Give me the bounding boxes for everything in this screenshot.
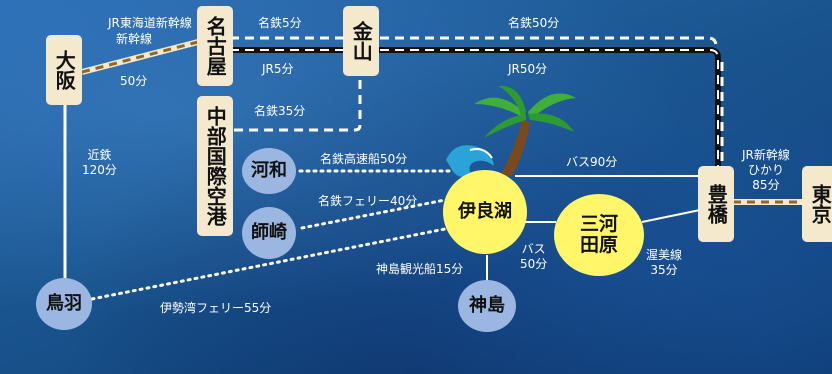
station-nagoya[interactable]: 名古屋 [197, 6, 233, 86]
label-express-boat: 名鉄高速船50分 [320, 152, 408, 166]
station-centrair[interactable]: 中部国際空港 [197, 96, 233, 236]
label-jr-5: JR5分 [262, 62, 294, 76]
port-iragomisaki[interactable]: 伊良湖 [443, 170, 527, 254]
palm-tree-icon [474, 85, 576, 176]
station-osaka[interactable]: 大阪 [46, 35, 82, 105]
port-kamishima[interactable]: 神島 [458, 280, 516, 332]
label-isewan-ferry: 伊勢湾フェリー55分 [160, 301, 272, 315]
meitetsu-ferry-line [300, 198, 447, 230]
label-bus-90: バス90分 [566, 155, 618, 169]
label-kamishima-boat: 神島観光船15分 [376, 262, 464, 276]
port-morozaki[interactable]: 師崎 [242, 207, 296, 259]
label-jr-tokaido-shinkansen: JR東海道新幹線 [108, 16, 192, 30]
port-toba[interactable]: 鳥羽 [36, 278, 92, 330]
label-jr-50: JR50分 [508, 62, 548, 76]
label-meitetsu-5: 名鉄5分 [258, 16, 302, 30]
station-kanayama[interactable]: 金山 [343, 6, 379, 76]
wave-icon [446, 145, 494, 178]
station-tokyo[interactable]: 東京 [802, 166, 832, 242]
label-meitetsu-ferry: 名鉄フェリー40分 [318, 194, 418, 208]
station-toyohashi[interactable]: 豊橋 [698, 166, 734, 242]
port-kowa[interactable]: 河和 [242, 148, 296, 194]
isewan-ferry-line [90, 226, 452, 301]
meitetsu-main-line [230, 36, 718, 47]
station-mikawa-tahara[interactable]: 三河田原 [554, 194, 644, 276]
label-meitetsu-35: 名鉄35分 [254, 104, 306, 118]
meitetsu-airport-line [233, 80, 362, 132]
label-meitetsu-50: 名鉄50分 [508, 16, 560, 30]
label-shinkansen-sen: 新幹線 [116, 32, 153, 46]
label-osaka-nagoya-time: 50分 [120, 74, 148, 88]
atsumi-line [641, 209, 701, 223]
